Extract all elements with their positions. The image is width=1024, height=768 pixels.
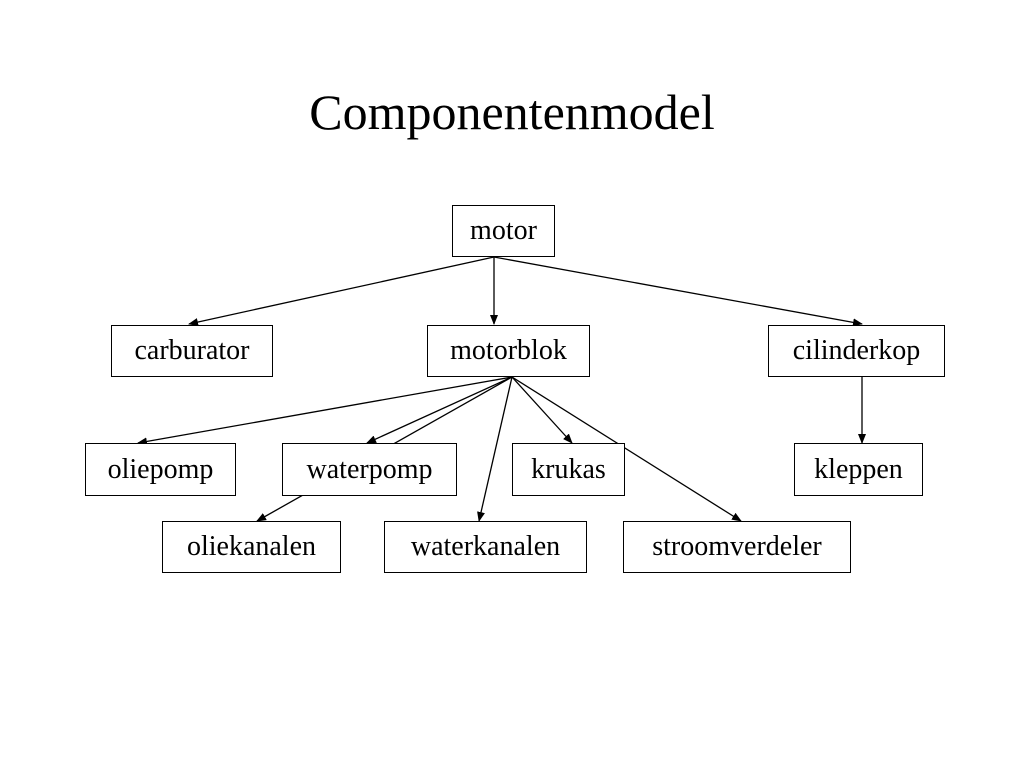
arrow-motorblok-to-waterpomp xyxy=(366,376,513,444)
node-cilinderkop: cilinderkop xyxy=(768,325,945,377)
arrow-motor-to-cilinderkop xyxy=(493,256,863,327)
node-motorblok: motorblok xyxy=(427,325,590,377)
node-oliepomp: oliepomp xyxy=(85,443,236,496)
node-carburator: carburator xyxy=(111,325,273,377)
node-motor: motor xyxy=(452,205,555,257)
page-title: Componentenmodel xyxy=(309,84,715,140)
node-kleppen: kleppen xyxy=(794,443,923,496)
arrow-motorblok-to-oliepomp xyxy=(137,376,513,446)
arrow-motorblok-to-krukas xyxy=(511,376,573,444)
arrow-motorblok-to-waterkanalen xyxy=(477,376,513,522)
node-stroomverdeler: stroomverdeler xyxy=(623,521,851,573)
arrow-motorblok-to-stroomverdeler xyxy=(511,376,742,522)
node-waterpomp: waterpomp xyxy=(282,443,457,496)
node-krukas: krukas xyxy=(512,443,625,496)
node-waterkanalen: waterkanalen xyxy=(384,521,587,573)
node-oliekanalen: oliekanalen xyxy=(162,521,341,573)
arrow-motor-to-carburator xyxy=(188,256,495,326)
